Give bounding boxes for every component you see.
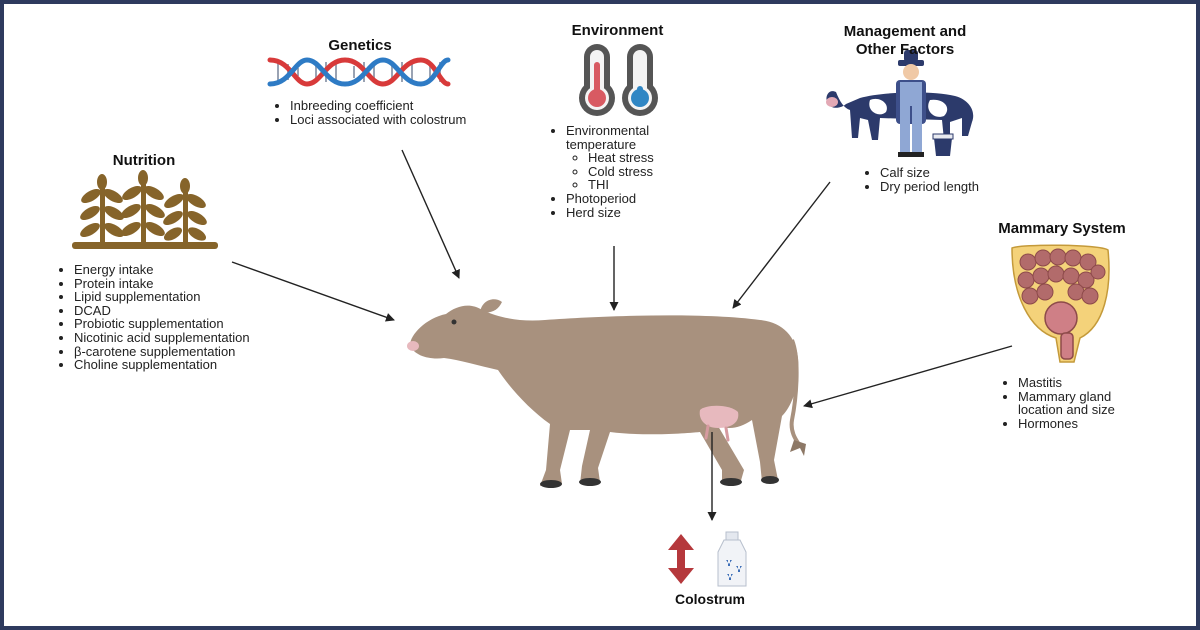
up-down-arrow-icon [668,534,694,584]
thermometer-icon [579,44,658,116]
list-item: Environmental temperature Heat stress Co… [566,124,716,192]
mammary-list: Mastitis Mammary gland location and size… [1000,376,1148,430]
colostrum-label: Colostrum [675,591,745,607]
list-item: Protein intake [74,276,354,291]
management-title-line1: Management and [843,23,967,40]
list-item: Choline supplementation [74,358,354,372]
arrows [231,149,1013,521]
list-item: Lipid supplementation [74,290,354,304]
mammary-title: Mammary System [998,220,1126,237]
arrow-genetics [401,149,460,279]
list-item: Photoperiod [566,192,716,206]
list-item: THI [588,178,716,192]
colostrum-bottle-icon [717,531,747,587]
list-item: Calf size [880,166,1050,180]
list-item: DCAD [74,304,354,318]
list-item: Mastitis [1018,376,1148,390]
environment-sub-list: Heat stress Cold stress THI [566,151,716,192]
farmer-cow-icon [826,50,974,157]
list-item: β-carotene supplementation [74,344,354,359]
genetics-list: Inbreeding coefficient Loci associated w… [272,99,480,126]
list-item: Nicotinic acid supplementation [74,331,354,345]
list-item: Cold stress [588,165,716,179]
environment-title: Environment [571,22,664,39]
environment-list: Environmental temperature Heat stress Co… [548,124,716,219]
list-item: Inbreeding coefficient [290,99,480,113]
list-item-label: Environmental temperature [566,123,650,152]
management-title: Management and Other Factors [815,23,995,59]
list-item: Mammary gland location and size [1018,389,1148,417]
plant-icon [72,170,218,249]
list-item: Herd size [566,205,716,220]
arrow-management [732,181,831,309]
list-item: Dry period length [880,179,1050,194]
list-item: Hormones [1018,417,1148,431]
management-list: Calf size Dry period length [862,166,1050,193]
nutrition-list: Energy intake Protein intake Lipid suppl… [56,263,354,372]
list-item: Loci associated with colostrum [290,112,480,127]
dna-icon [267,57,451,87]
list-item: Probiotic supplementation [74,317,354,331]
mammary-gland-icon [1011,244,1110,363]
arrow-nutrition [231,261,395,322]
list-item: Heat stress [588,151,716,165]
nutrition-title: Nutrition [112,152,176,169]
cow-illustration [407,299,806,488]
list-item: Energy intake [74,263,354,277]
arrow-mammary [803,345,1013,409]
management-title-line2: Other Factors [855,41,955,58]
genetics-title: Genetics [328,37,392,54]
